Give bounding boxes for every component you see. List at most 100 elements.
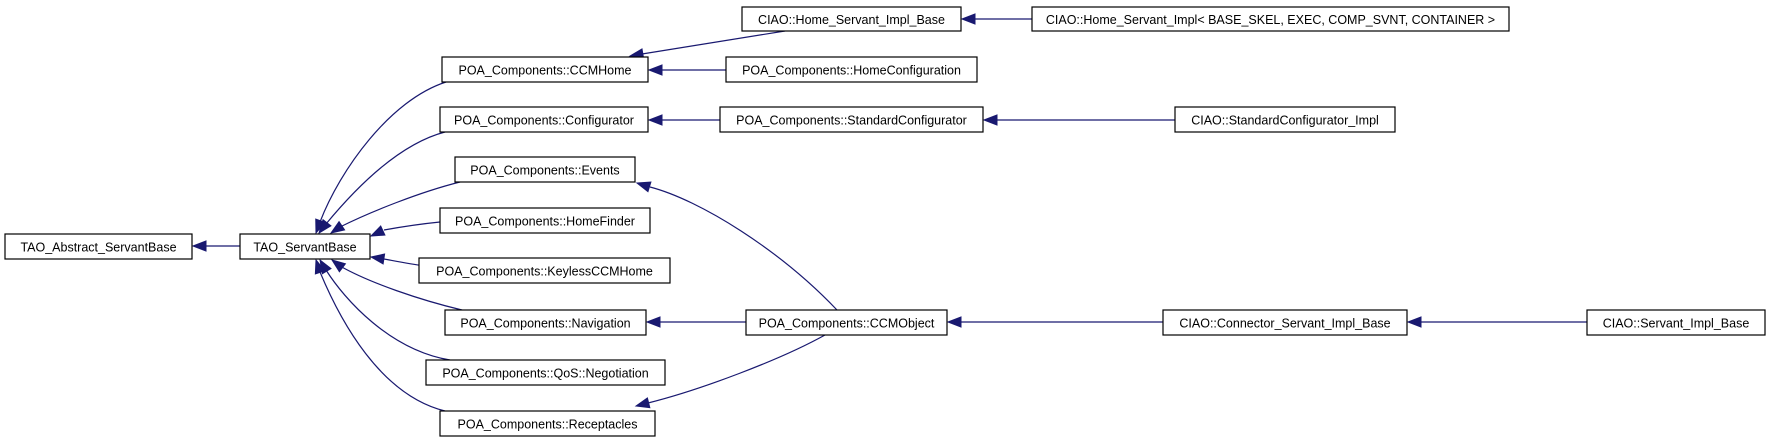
class-box[interactable] <box>439 207 651 234</box>
class-label[interactable]: POA_Components::CCMHome <box>459 64 632 78</box>
edge-line <box>339 265 463 311</box>
inheritance-arrowhead-icon <box>329 220 346 234</box>
class-box[interactable] <box>4 233 193 260</box>
class-label[interactable]: POA_Components::QoS::Negotiation <box>442 367 648 381</box>
class-label[interactable]: CIAO::StandardConfigurator_Impl <box>1191 114 1379 128</box>
inheritance-arrowhead-icon <box>1406 316 1422 328</box>
inheritance-arrowhead-icon <box>330 259 347 273</box>
class-node-poa-homeconfiguration[interactable]: POA_Components::HomeConfiguration <box>725 56 978 83</box>
edge-line <box>647 334 826 404</box>
edge-ciao_connector_servant_impl_base-to-poa_ccmobject <box>946 316 1163 328</box>
edge-line <box>383 221 441 231</box>
class-label[interactable]: CIAO::Servant_Impl_Base <box>1603 317 1750 331</box>
class-node-ciao-home-servant-impl[interactable]: CIAO::Home_Servant_Impl< BASE_SKEL, EXEC… <box>1031 6 1510 32</box>
edge-ciao_standardconfigurator_impl-to-poa_standardconfigurator <box>982 114 1175 126</box>
class-label[interactable]: POA_Components::KeylessCCMHome <box>436 265 653 279</box>
class-node-ciao-standardconfigurator-impl[interactable]: CIAO::StandardConfigurator_Impl <box>1174 106 1396 133</box>
edge-line <box>339 181 461 228</box>
edge-poa_ccmobject-to-poa_navigation <box>645 316 746 328</box>
edge-line <box>649 186 838 311</box>
inheritance-arrowhead-icon <box>369 225 386 237</box>
class-label[interactable]: POA_Components::Configurator <box>454 114 634 128</box>
inheritance-arrowhead-icon <box>635 181 652 193</box>
edge-ciao_home_servant_impl_base-to-poa_ccmhome <box>628 30 786 60</box>
edge-line <box>325 131 446 225</box>
edge-poa_configurator-to-tao_servantbase <box>318 131 446 235</box>
inheritance-arrowhead-icon <box>634 397 651 409</box>
class-box[interactable] <box>418 257 671 284</box>
class-box[interactable] <box>439 410 656 437</box>
class-box[interactable] <box>444 309 647 336</box>
class-node-poa-ccmobject[interactable]: POA_Components::CCMObject <box>745 309 948 336</box>
class-label[interactable]: POA_Components::CCMObject <box>759 317 935 331</box>
class-node-ciao-servant-impl-base[interactable]: CIAO::Servant_Impl_Base <box>1586 309 1766 336</box>
edge-poa_standardconfigurator-to-poa_configurator <box>647 114 720 126</box>
class-node-poa-events[interactable]: POA_Components::Events <box>454 156 636 183</box>
class-label[interactable]: TAO_Abstract_ServantBase <box>20 241 176 255</box>
edge-poa_ccmobject-to-poa_events <box>635 181 838 311</box>
class-box[interactable] <box>741 6 962 32</box>
inheritance-arrowhead-icon <box>946 316 962 328</box>
class-box[interactable] <box>719 106 984 133</box>
class-node-ciao-home-servant-impl-base[interactable]: CIAO::Home_Servant_Impl_Base <box>741 6 962 32</box>
class-label[interactable]: POA_Components::Navigation <box>460 317 630 331</box>
class-box[interactable] <box>745 309 948 336</box>
class-box[interactable] <box>1586 309 1766 336</box>
inheritance-arrowhead-icon <box>647 114 663 126</box>
edge-poa_homeconfiguration-to-poa_ccmhome <box>647 64 726 76</box>
inheritance-arrowhead-icon <box>982 114 998 126</box>
class-box[interactable] <box>1174 106 1396 133</box>
class-label[interactable]: TAO_ServantBase <box>253 241 356 255</box>
edges-layer <box>191 13 1587 412</box>
class-label[interactable]: POA_Components::HomeFinder <box>455 215 635 229</box>
class-label[interactable]: CIAO::Home_Servant_Impl< BASE_SKEL, EXEC… <box>1046 13 1495 27</box>
edge-line <box>641 30 786 55</box>
class-node-tao-servantbase[interactable]: TAO_ServantBase <box>239 233 371 260</box>
class-label[interactable]: POA_Components::StandardConfigurator <box>736 114 967 128</box>
class-box[interactable] <box>1162 309 1408 336</box>
edge-ciao_servant_impl_base-to-ciao_connector_servant_impl_base <box>1406 316 1587 328</box>
class-box[interactable] <box>439 106 649 133</box>
inheritance-arrowhead-icon <box>645 316 661 328</box>
inheritance-arrowhead-icon <box>314 258 326 275</box>
class-box[interactable] <box>425 359 666 386</box>
class-node-poa-homefinder[interactable]: POA_Components::HomeFinder <box>439 207 651 234</box>
class-node-poa-navigation[interactable]: POA_Components::Navigation <box>444 309 647 336</box>
edge-line <box>319 271 446 412</box>
inheritance-arrowhead-icon <box>318 218 332 235</box>
class-box[interactable] <box>454 156 636 183</box>
class-node-poa-qos-negotiation[interactable]: POA_Components::QoS::Negotiation <box>425 359 666 386</box>
class-node-poa-keylessccmhome[interactable]: POA_Components::KeylessCCMHome <box>418 257 671 284</box>
class-node-poa-standardconfigurator[interactable]: POA_Components::StandardConfigurator <box>719 106 984 133</box>
inheritance-arrowhead-icon <box>191 240 207 252</box>
inheritance-arrowhead-icon <box>960 13 976 25</box>
inheritance-arrowhead-icon <box>369 253 386 265</box>
class-box[interactable] <box>1031 6 1510 32</box>
edge-poa_navigation-to-tao_servantbase <box>330 259 463 311</box>
edge-tao_servantbase-to-tao_abstract_servantbase <box>191 240 240 252</box>
edge-poa_ccmobject-to-poa_receptacles <box>634 334 826 409</box>
edge-poa_keylessccmhome-to-tao_servantbase <box>369 253 426 267</box>
edge-poa_events-to-tao_servantbase <box>329 181 461 234</box>
edge-line <box>319 81 447 223</box>
edge-poa_ccmhome-to-tao_servantbase <box>315 81 447 235</box>
class-label[interactable]: POA_Components::Events <box>470 164 619 178</box>
class-node-poa-ccmhome[interactable]: POA_Components::CCMHome <box>441 56 649 83</box>
class-label[interactable]: CIAO::Home_Servant_Impl_Base <box>758 13 945 27</box>
class-node-poa-receptacles[interactable]: POA_Components::Receptacles <box>439 410 656 437</box>
class-node-ciao-connector-servant-impl-base[interactable]: CIAO::Connector_Servant_Impl_Base <box>1162 309 1408 336</box>
class-node-poa-configurator[interactable]: POA_Components::Configurator <box>439 106 649 133</box>
class-box[interactable] <box>441 56 649 83</box>
class-box[interactable] <box>239 233 371 260</box>
edge-ciao_home_servant_impl-to-ciao_home_servant_impl_base <box>960 13 1032 25</box>
class-label[interactable]: CIAO::Connector_Servant_Impl_Base <box>1179 317 1390 331</box>
class-label[interactable]: POA_Components::HomeConfiguration <box>742 64 961 78</box>
class-node-tao-abstract-servantbase[interactable]: TAO_Abstract_ServantBase <box>4 233 193 260</box>
class-label[interactable]: POA_Components::Receptacles <box>458 418 638 432</box>
edge-line <box>325 269 451 361</box>
edge-poa_homefinder-to-tao_servantbase <box>369 221 441 237</box>
inheritance-arrowhead-icon <box>647 64 663 76</box>
class-box[interactable] <box>725 56 978 83</box>
